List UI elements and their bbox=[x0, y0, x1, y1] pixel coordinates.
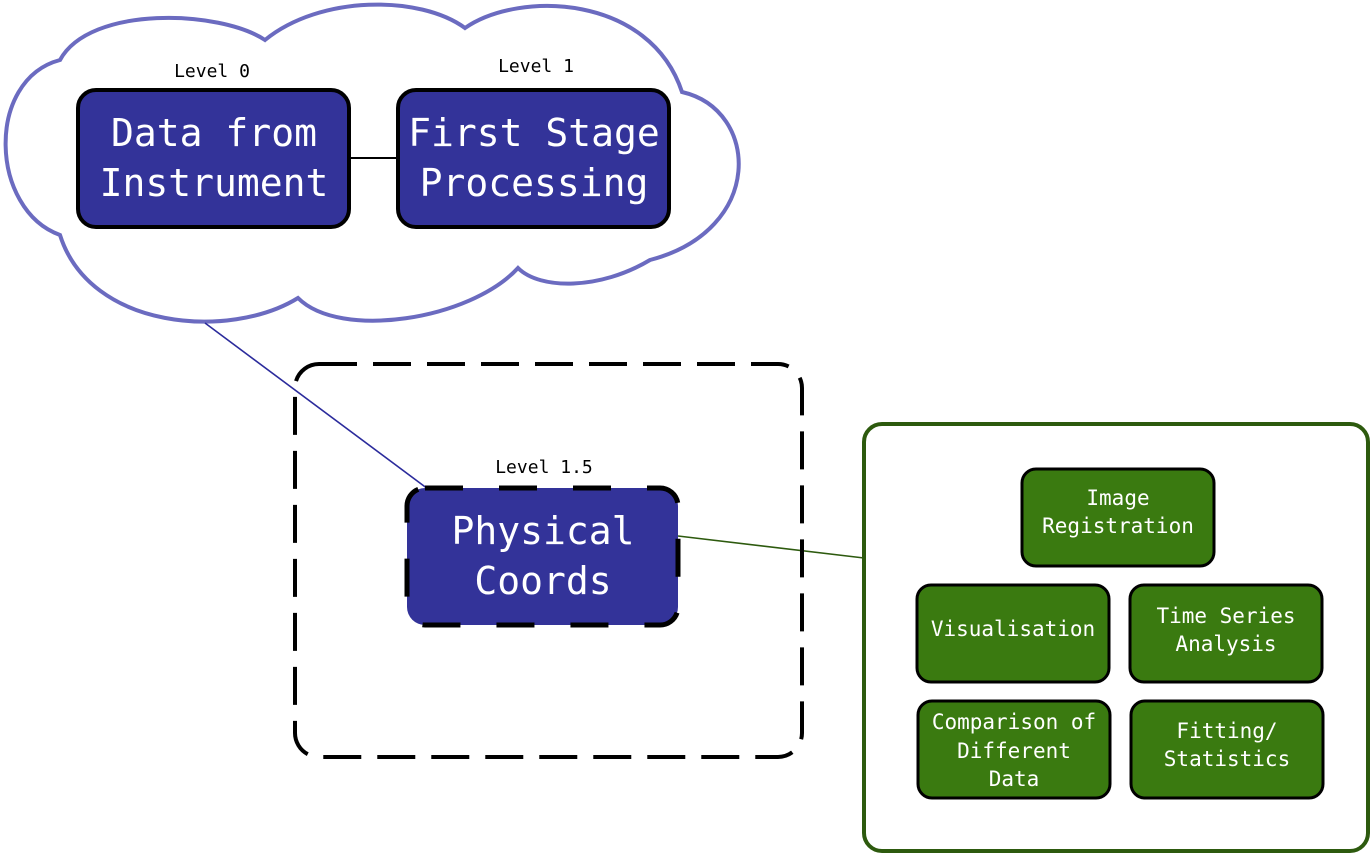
level-1-5-group bbox=[293, 362, 804, 759]
level-1-5-label: Level 1.5 bbox=[495, 457, 593, 478]
node-image-registration: Image Registration bbox=[1020, 467, 1216, 568]
link-cloud-to-physical-coords bbox=[204, 322, 433, 493]
node-comparison-line-1: Comparison of bbox=[932, 710, 1096, 734]
node-image-registration-line-2: Registration bbox=[1042, 514, 1194, 538]
node-comparison-line-2: Different bbox=[957, 739, 1071, 763]
node-time-series-analysis-line-2: Analysis bbox=[1175, 632, 1276, 656]
node-time-series-analysis: Time Series Analysis bbox=[1128, 583, 1324, 684]
node-data-from-instrument-line-1: Data from bbox=[111, 111, 317, 155]
node-first-stage-processing-line-2: Processing bbox=[420, 161, 649, 205]
node-visualisation: Visualisation bbox=[915, 583, 1111, 684]
node-first-stage-processing: First Stage Processing bbox=[396, 88, 671, 229]
node-fitting-statistics-line-2: Statistics bbox=[1164, 747, 1290, 771]
level-0-label: Level 0 bbox=[174, 61, 250, 82]
node-physical-coords-line-1: Physical bbox=[451, 509, 634, 553]
node-first-stage-processing-line-1: First Stage bbox=[408, 111, 660, 155]
level-1-label: Level 1 bbox=[498, 56, 574, 77]
node-fitting-statistics: Fitting/ Statistics bbox=[1129, 699, 1325, 800]
node-physical-coords: Physical Coords bbox=[404, 485, 681, 628]
node-physical-coords-line-2: Coords bbox=[474, 559, 611, 603]
node-image-registration-line-1: Image bbox=[1086, 486, 1149, 510]
processing-cloud bbox=[3, 2, 741, 324]
node-data-from-instrument: Data from Instrument bbox=[76, 88, 351, 229]
node-fitting-statistics-line-1: Fitting/ bbox=[1176, 719, 1277, 743]
node-comparison-of-different-data: Comparison of Different Data bbox=[916, 699, 1112, 800]
node-visualisation-line-1: Visualisation bbox=[931, 617, 1095, 641]
node-data-from-instrument-line-2: Instrument bbox=[100, 161, 329, 205]
link-physical-coords-to-analysis bbox=[677, 535, 865, 559]
node-time-series-analysis-line-1: Time Series bbox=[1156, 604, 1295, 628]
node-comparison-line-3: Data bbox=[989, 767, 1040, 791]
